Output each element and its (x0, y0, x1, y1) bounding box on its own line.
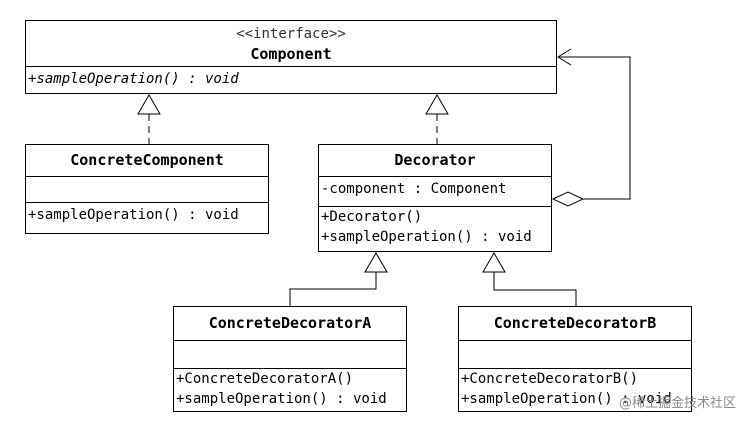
stereotype-label: <<interface>> (236, 26, 346, 42)
aggregation-arrowhead (557, 48, 572, 66)
operation: +ConcreteDecoratorB() (461, 371, 639, 387)
class-name: ConcreteDecoratorB (493, 314, 657, 332)
class-concrete-decorator-b: ConcreteDecoratorB +ConcreteDecoratorB()… (458, 306, 692, 412)
class-header: ConcreteDecoratorA (174, 307, 406, 341)
operations-compartment: +sampleOperation() : void (26, 203, 268, 225)
attributes-compartment (174, 341, 406, 369)
attribute: -component : Component (321, 181, 507, 197)
generalization-arrowhead-a (364, 252, 388, 273)
operation: +sampleOperation() : void (461, 391, 672, 407)
operation: +Decorator() (321, 209, 423, 225)
generalization-line-a (289, 272, 377, 306)
class-name: ConcreteDecoratorA (208, 314, 372, 332)
operation: +sampleOperation() : void (321, 229, 532, 245)
class-concrete-component: ConcreteComponent +sampleOperation() : v… (25, 144, 269, 234)
class-component: <<interface>> Component +sampleOperation… (25, 20, 557, 94)
operations-compartment: +sampleOperation() : void (26, 67, 556, 89)
class-header: <<interface>> Component (26, 21, 556, 67)
generalization-arrowhead-b (482, 252, 506, 273)
operations-compartment: +ConcreteDecoratorA() +sampleOperation()… (174, 369, 406, 409)
realization-arrowhead-decorator (425, 94, 449, 115)
class-name: ConcreteComponent (70, 151, 224, 169)
operation: +sampleOperation() : void (176, 391, 387, 407)
class-header: ConcreteComponent (26, 145, 268, 177)
operation: +ConcreteDecoratorA() (176, 371, 354, 387)
aggregation-diamond (551, 191, 585, 207)
watermark: @稀土掘金技术社区 (618, 396, 736, 411)
operation: +sampleOperation() : void (28, 71, 239, 87)
operation: +sampleOperation() : void (28, 207, 239, 223)
class-name: Component (250, 45, 332, 63)
class-concrete-decorator-a: ConcreteDecoratorA +ConcreteDecoratorA()… (173, 306, 407, 412)
realization-arrowhead-concrete (137, 94, 161, 115)
attributes-compartment (459, 341, 691, 369)
class-decorator: Decorator -component : Component +Decora… (318, 144, 552, 252)
operations-compartment: +ConcreteDecoratorB() +sampleOperation()… (459, 369, 691, 409)
class-header: Decorator (319, 145, 551, 177)
attributes-compartment: -component : Component (319, 177, 551, 207)
operations-compartment: +Decorator() +sampleOperation() : void (319, 207, 551, 247)
attributes-compartment (26, 177, 268, 203)
generalization-line-b (493, 272, 577, 306)
class-name: Decorator (394, 151, 476, 169)
aggregation-line (558, 56, 631, 200)
class-header: ConcreteDecoratorB (459, 307, 691, 341)
